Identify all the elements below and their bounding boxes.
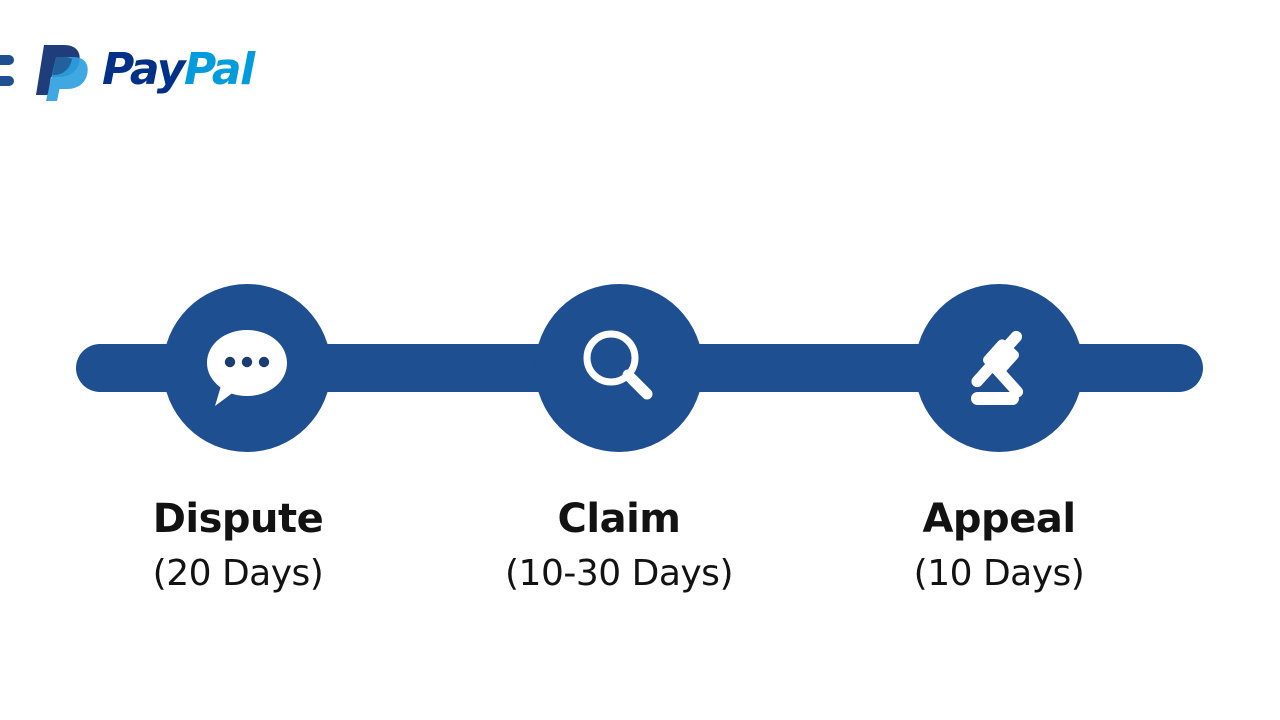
menu-line-top: [0, 54, 14, 65]
stage-duration-dispute: (20 Days): [152, 553, 324, 594]
stage-caption-dispute: Dispute (20 Days): [58, 496, 418, 595]
menu-lines-icon: [0, 47, 14, 93]
menu-line-bottom: [0, 75, 14, 86]
timeline-stage-appeal[interactable]: [915, 284, 1083, 452]
stage-caption-appeal: Appeal (10 Days): [819, 496, 1179, 595]
gavel-icon: [971, 330, 1024, 405]
stage-duration-appeal: (10 Days): [913, 553, 1085, 594]
stage-circle-dispute: [163, 284, 331, 452]
speech-bubble-ellipsis-icon: [207, 330, 287, 406]
paypal-brand-header: PayPal: [0, 39, 255, 101]
stage-duration-claim: (10-30 Days): [505, 553, 733, 594]
stage-title-appeal: Appeal: [922, 496, 1076, 542]
timeline-stage-claim[interactable]: [535, 284, 703, 452]
stage-circle-claim: [535, 284, 703, 452]
wordmark-pay: Pay: [102, 44, 185, 95]
stage-circle-appeal: [915, 284, 1083, 452]
paypal-wordmark: PayPal: [102, 48, 255, 92]
wordmark-pal: Pal: [183, 44, 255, 95]
magnifying-glass-icon: [583, 330, 653, 400]
stage-title-dispute: Dispute: [152, 496, 324, 542]
stage-caption-claim: Claim (10-30 Days): [439, 496, 799, 595]
stage-title-claim: Claim: [557, 496, 681, 542]
timeline-stage-dispute[interactable]: [163, 284, 331, 452]
paypal-monogram-icon: [30, 39, 92, 101]
